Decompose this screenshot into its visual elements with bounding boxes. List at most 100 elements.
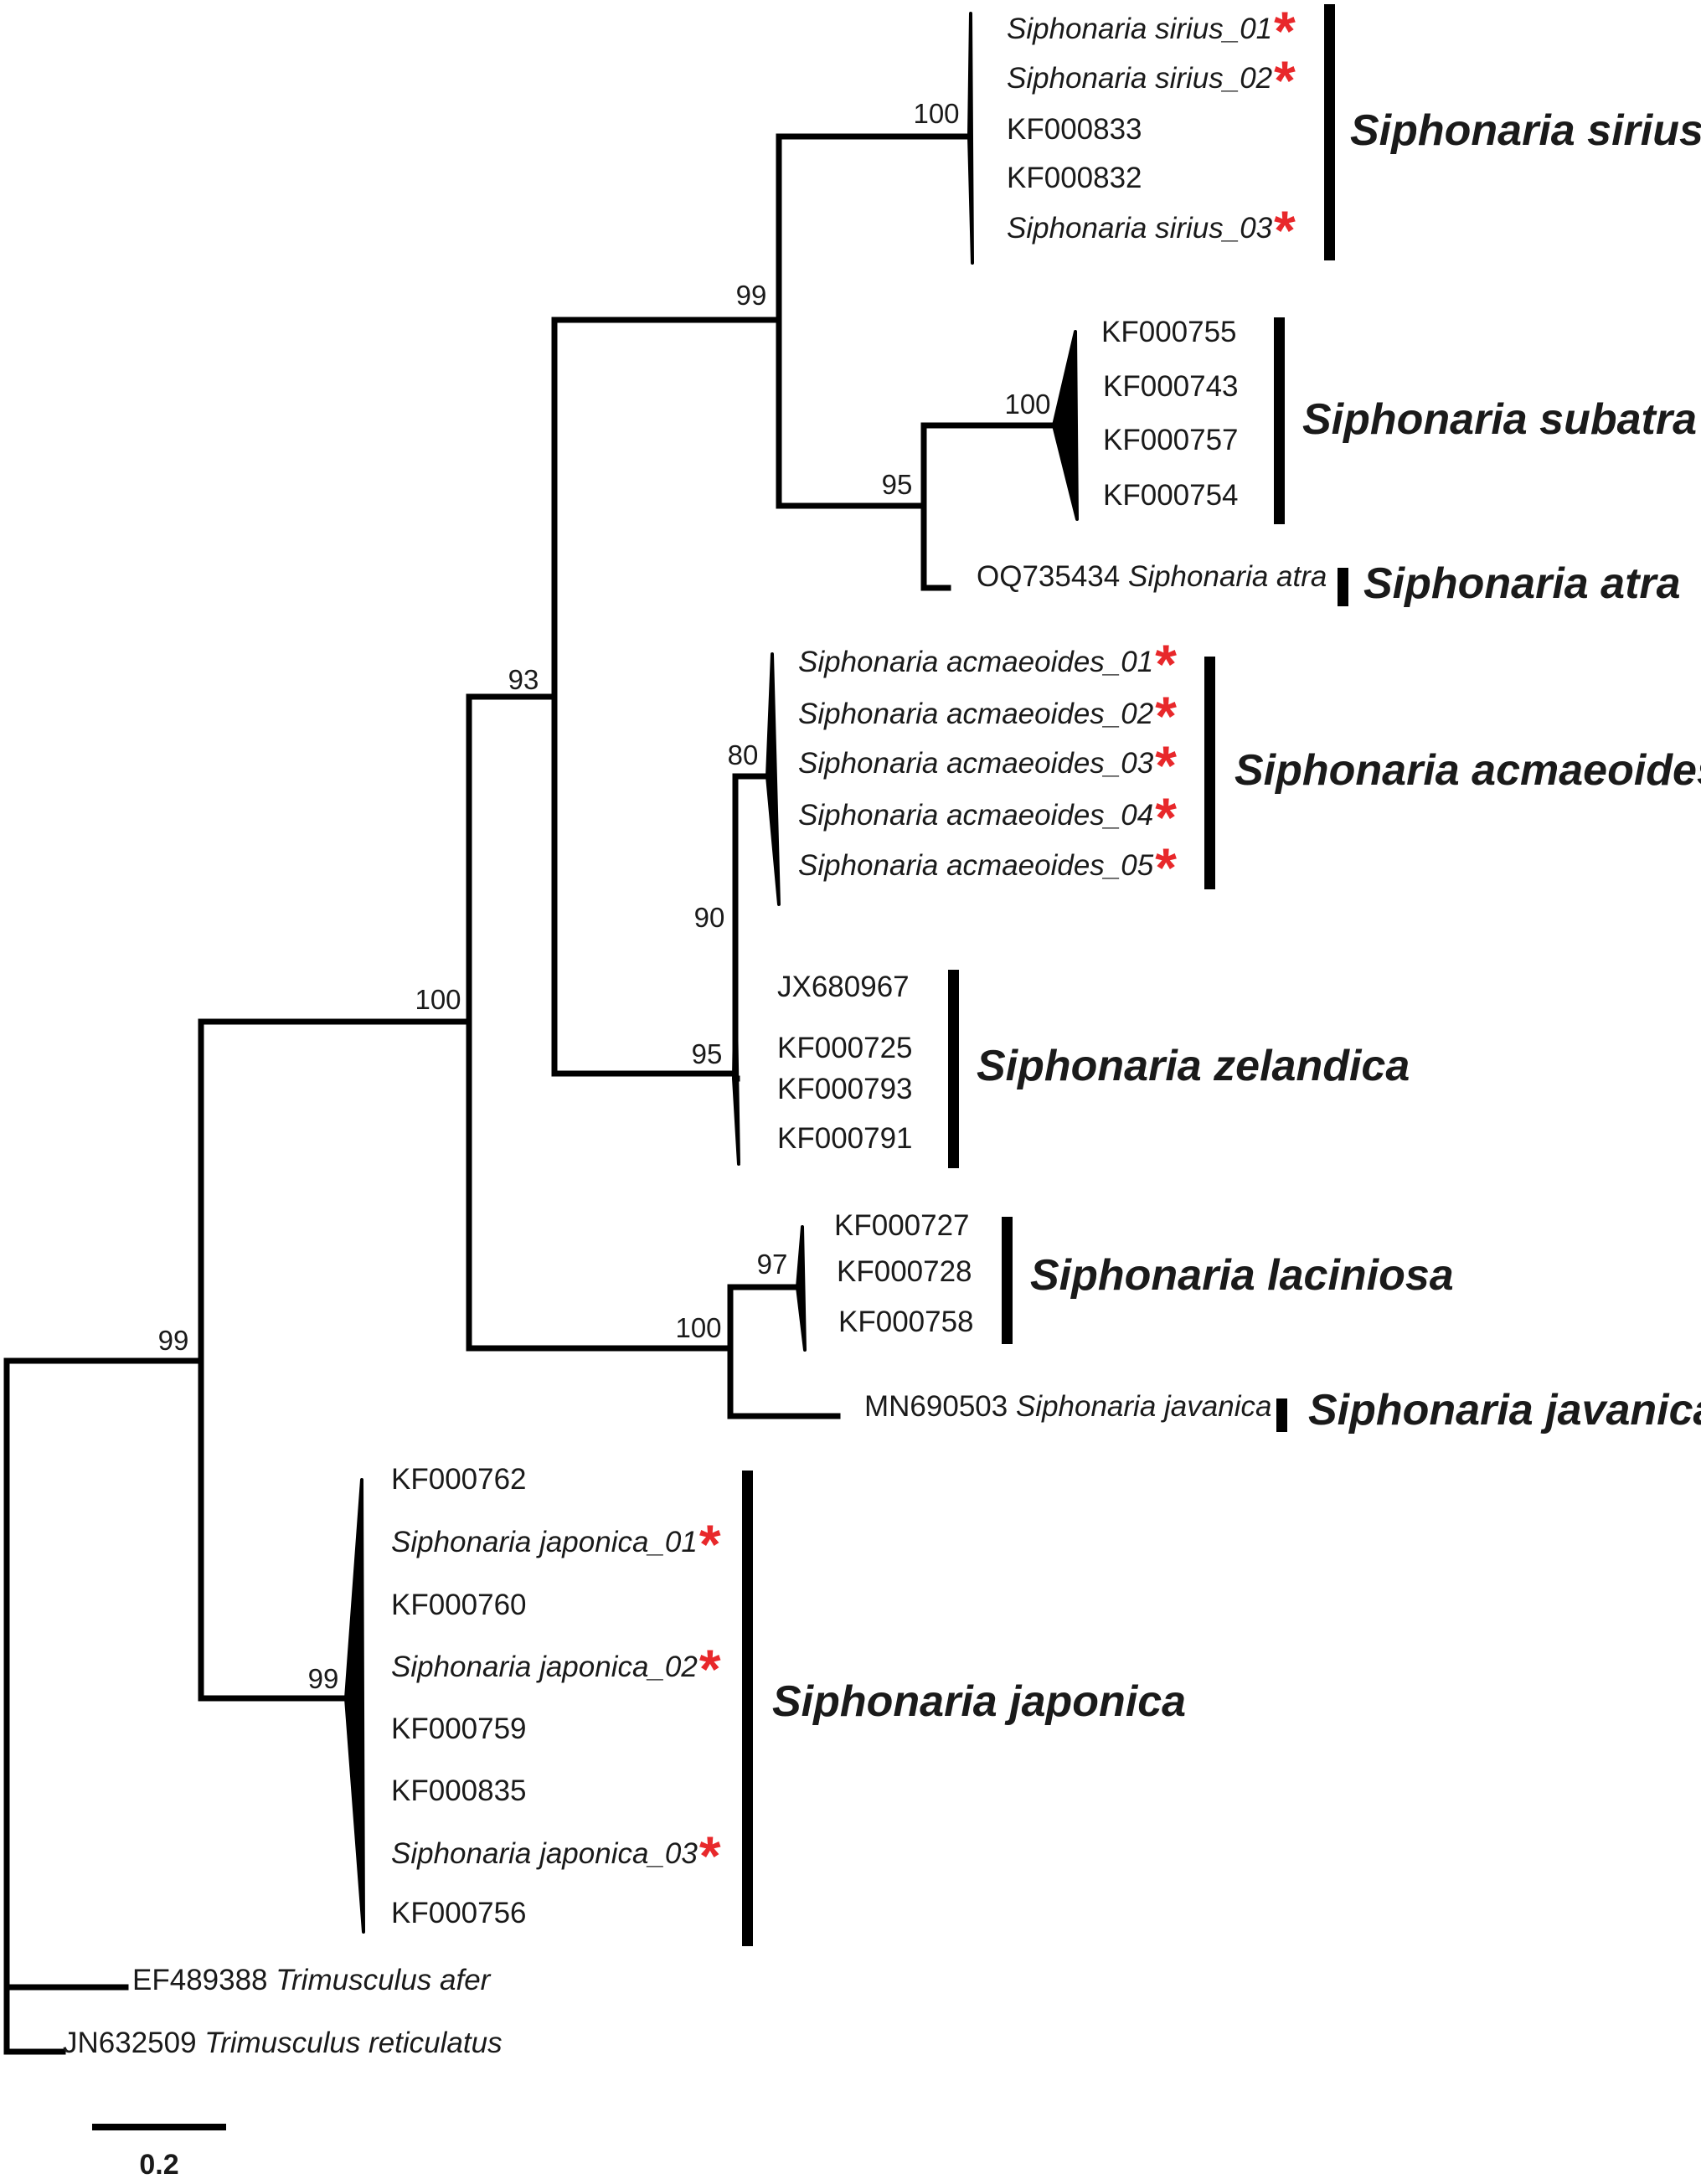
branch-node-93 (466, 317, 558, 1077)
clade-name-subatra: Siphonaria subatra (1302, 395, 1697, 444)
leaf-label: KF000758 (838, 1306, 974, 1338)
leaf-label: Siphonaria acmaeoides_03 (798, 747, 1154, 780)
leaf-label: KF000755 (1101, 316, 1237, 348)
triangle-sirius (967, 12, 974, 265)
leaf-accession: KF000743 (1103, 370, 1239, 403)
clade-bar-subatra (1274, 317, 1285, 524)
leaf-species-name: Siphonaria acmaeoides_03 (798, 747, 1154, 780)
branch-node-100-major (198, 693, 472, 1352)
branch-root (3, 1357, 129, 2055)
support-ingroup: 99 (158, 1325, 189, 1356)
red-star-icon: * (1155, 837, 1177, 899)
leaf-accession: KF000755 (1101, 316, 1237, 348)
leaf-species-name: Siphonaria japonica_01 (391, 1526, 698, 1558)
clade-bar-zelandica (948, 970, 959, 1168)
branch-ingroup (3, 1018, 204, 1702)
triangle-zelandica (732, 966, 740, 1166)
red-star-icon: * (1155, 786, 1177, 848)
leaf-label: KF000727 (834, 1209, 970, 1242)
leaf-label: Siphonaria sirius_03 (1007, 212, 1273, 245)
leaf-label: Siphonaria sirius_01 (1007, 13, 1272, 45)
leaf-label: MN690503 Siphonaria javanica (864, 1390, 1271, 1423)
support-laciniosa: 97 (757, 1249, 788, 1280)
leaf-label: KF000835 (391, 1774, 527, 1807)
leaf-label: KF000833 (1007, 113, 1142, 146)
leaf-label: Siphonaria acmaeoides_04 (798, 799, 1153, 832)
clade-bars (742, 4, 1348, 1946)
leaf-species-name: Trimusculus afer (276, 1964, 491, 1996)
leaf-label: KF000791 (777, 1122, 913, 1155)
branch-node-95-subatra (776, 422, 927, 591)
leaf-accession: KF000833 (1007, 113, 1142, 146)
leaf-species-name: Siphonaria acmaeoides_05 (798, 849, 1154, 882)
red-star-icon: * (1274, 199, 1296, 261)
scale-bar-label: 0.2 (139, 2149, 178, 2181)
support-laciniosa-javanica: 100 (675, 1312, 721, 1343)
support-node-93: 93 (508, 664, 539, 695)
support-zelandica: 95 (692, 1038, 723, 1069)
leaf-species-name: Siphonaria sirius_02 (1007, 62, 1272, 95)
leaf-accession: KF000727 (834, 1209, 970, 1242)
leaf-label: KF000728 (837, 1255, 972, 1288)
triangle-subatra (1052, 330, 1079, 521)
support-japonica: 99 (308, 1663, 339, 1694)
leaf-label: KF000743 (1103, 370, 1239, 403)
red-star-icon: * (699, 1638, 721, 1700)
leaf-accession: KF000725 (777, 1032, 913, 1064)
clade-name-japonica: Siphonaria japonica (772, 1677, 1186, 1726)
red-star-icon: * (1155, 734, 1177, 796)
clade-bar-atra (1338, 568, 1348, 606)
clade-name-sirius: Siphonaria sirius (1350, 106, 1701, 155)
leaf-accession: KF000762 (391, 1463, 527, 1496)
support-sirius: 100 (913, 98, 959, 129)
red-star-icon: * (699, 1825, 721, 1887)
leaf-labels: Siphonaria sirius_01*Siphonaria sirius_0… (63, 0, 1327, 2059)
leaf-label: Siphonaria acmaeoides_05 (798, 849, 1154, 882)
support-main-100: 100 (415, 984, 461, 1015)
support-values: 100 99 100 95 93 80 90 95 100 97 100 99 … (158, 98, 1051, 1694)
leaf-species-name: Siphonaria acmaeoides_01 (798, 646, 1153, 678)
leaf-label: Siphonaria sirius_02 (1007, 62, 1272, 95)
leaf-label: KF000757 (1103, 424, 1239, 456)
leaf-species-name: Trimusculus reticulatus (204, 2027, 502, 2059)
leaf-accession: KF000793 (777, 1073, 913, 1105)
support-sirius-subatra: 99 (736, 280, 767, 311)
leaf-label: Siphonaria japonica_01 (391, 1526, 698, 1558)
leaf-label: JX680967 (777, 971, 910, 1003)
leaf-accession: KF000756 (391, 1897, 527, 1929)
red-star-icon: * (699, 1513, 721, 1575)
triangle-japonica (344, 1478, 365, 1934)
collapsed-clades (344, 12, 1079, 1934)
leaf-label: Siphonaria japonica_03 (391, 1837, 698, 1870)
support-acmaeoides-zelandica: 90 (694, 902, 725, 933)
branch-node-100-laciniosa (466, 1284, 734, 1419)
scale-bar-line (92, 2124, 226, 2130)
leaf-label: KF000793 (777, 1073, 913, 1105)
leaf-label: KF000754 (1103, 479, 1239, 512)
red-star-icon: * (1155, 633, 1177, 695)
leaf-accession: KF000757 (1103, 424, 1239, 456)
leaf-accession: KF000791 (777, 1122, 913, 1155)
clade-bar-laciniosa (1002, 1217, 1013, 1344)
leaf-species-name: Siphonaria sirius_01 (1007, 13, 1272, 45)
clade-bar-sirius (1324, 4, 1335, 260)
clade-name-zelandica: Siphonaria zelandica (977, 1042, 1410, 1090)
leaf-label: KF000762 (391, 1463, 527, 1496)
leaf-label: Siphonaria japonica_02 (391, 1651, 698, 1683)
leaf-species-name: Siphonaria japonica_03 (391, 1837, 698, 1870)
leaf-label: EF489388 Trimusculus afer (132, 1964, 492, 1996)
leaf-species-name: Siphonaria acmaeoides_04 (798, 799, 1153, 832)
clade-bar-acmaeoides (1204, 657, 1215, 889)
leaf-accession: MN690503 (864, 1390, 1016, 1423)
red-star-icon: * (1274, 49, 1296, 111)
scale-bar: 0.2 (92, 2124, 226, 2181)
leaf-accession: KF000754 (1103, 479, 1239, 512)
leaf-accession: JN632509 (63, 2027, 204, 2059)
leaf-species-name: Siphonaria japonica_02 (391, 1651, 698, 1683)
leaf-label: KF000759 (391, 1713, 527, 1745)
support-acmaeoides: 80 (728, 739, 759, 770)
leaf-label: KF000756 (391, 1897, 527, 1929)
leaf-species-name: Siphonaria atra (1128, 560, 1327, 593)
triangle-laciniosa (796, 1225, 807, 1352)
